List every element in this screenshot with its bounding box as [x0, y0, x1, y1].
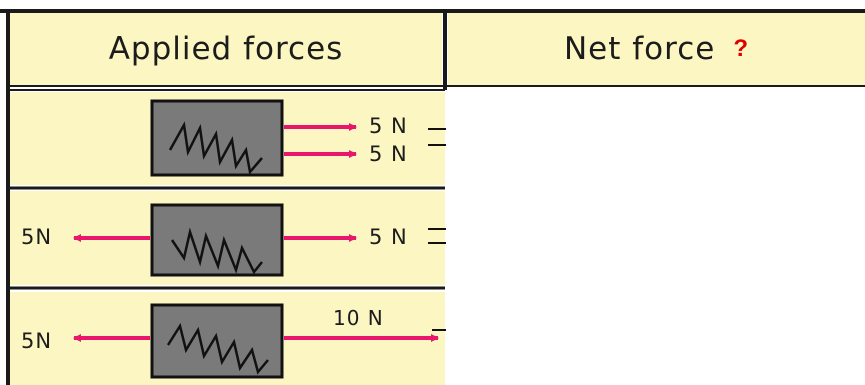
header-applied-forces: Applied forces: [10, 12, 442, 86]
question-mark: ?: [733, 35, 749, 62]
header-net-force-label: Net force: [563, 31, 716, 67]
row-1-right-label-top: 5 N: [369, 114, 408, 138]
header-applied-forces-label: Applied forces: [108, 31, 344, 67]
row-2: [73, 203, 446, 277]
table-borders: [0, 9, 865, 385]
row-2-left-label: 5N: [21, 225, 53, 249]
row-3: [73, 303, 446, 379]
row-3-left-label: 5N: [21, 329, 53, 353]
header-net-force: Net force ?: [448, 12, 865, 86]
block-1-squiggle: [168, 121, 263, 175]
row-3-right-label: 10 N: [333, 306, 384, 330]
block-2-squiggle: [170, 227, 263, 275]
row-1-right-label-bottom: 5 N: [369, 142, 408, 166]
block-3-squiggle: [166, 322, 269, 375]
row-1: [150, 99, 446, 177]
row-2-right-label: 5 N: [369, 225, 408, 249]
